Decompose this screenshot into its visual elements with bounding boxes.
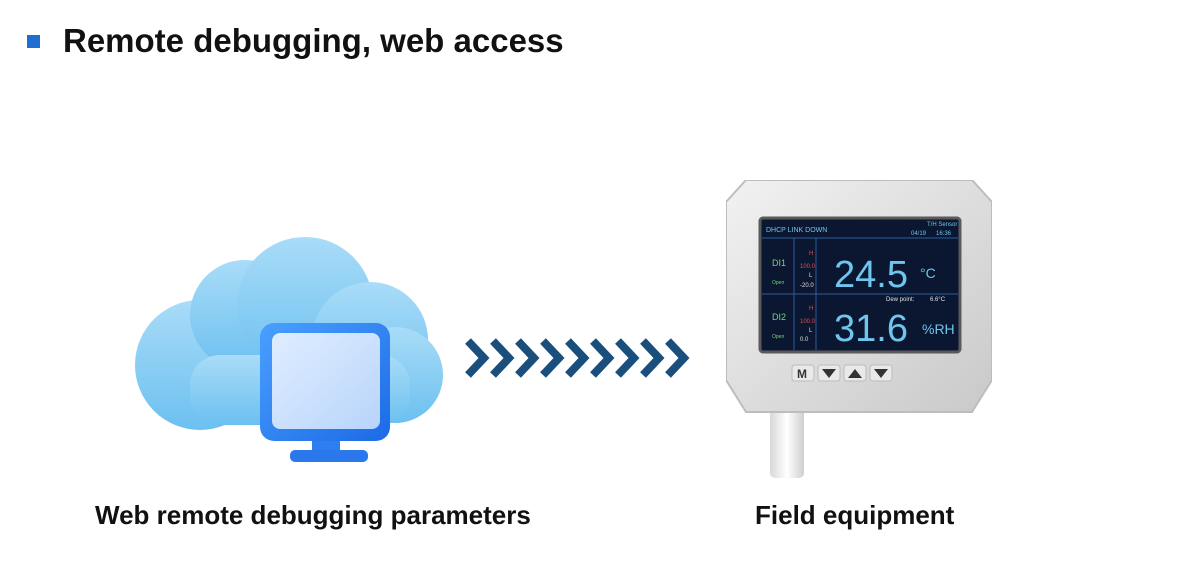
sensor-title-text: T/H Sensor	[927, 222, 957, 228]
arrow-chevron-icon	[615, 338, 640, 378]
menu-button-icon: M	[791, 364, 815, 382]
arrow-chevron-icon	[665, 338, 690, 378]
monitor-shape	[260, 323, 390, 462]
di1-state: Open	[772, 280, 784, 286]
heading-title: Remote debugging, web access	[63, 22, 564, 59]
di1-h-letter: H	[809, 251, 813, 257]
arrow-chevron-icon	[540, 338, 565, 378]
down-button-icon	[817, 364, 841, 382]
dew-point-value: 6.6°C	[930, 297, 946, 303]
temperature-value: 24.5	[834, 254, 908, 296]
di1-l-value: -20.0	[800, 283, 814, 289]
arrow-chevrons	[465, 338, 690, 378]
arrow-chevron-icon	[565, 338, 590, 378]
bullet-square-icon	[27, 34, 40, 48]
temperature-unit: °C	[920, 265, 936, 281]
slide-heading: Remote debugging, web access	[27, 22, 564, 60]
time-text: 16:36	[936, 231, 952, 237]
device-buttons: M	[791, 364, 893, 382]
arrow-chevron-icon	[490, 338, 515, 378]
di1-h-value: 100.0	[800, 264, 816, 270]
di2-l-value: 0.0	[800, 337, 809, 343]
left-caption: Web remote debugging parameters	[95, 500, 531, 530]
humidity-unit: %RH	[922, 321, 955, 337]
down-button-2-icon	[869, 364, 893, 382]
cloud-computer-icon	[135, 237, 443, 462]
device-screen	[758, 216, 962, 354]
arrow-chevron-icon	[515, 338, 540, 378]
di2-label: DI2	[772, 312, 786, 322]
humidity-value: 31.6	[834, 308, 908, 350]
dew-point-label: Dew point:	[886, 297, 915, 303]
di2-h-letter: H	[809, 306, 813, 312]
di2-h-value: 100.0	[800, 319, 816, 325]
di2-state: Open	[772, 334, 784, 340]
di1-label: DI1	[772, 258, 786, 268]
di1-l-letter: L	[809, 273, 813, 279]
status-text: DHCP LINK DOWN	[766, 227, 827, 234]
up-button-icon	[843, 364, 867, 382]
arrow-chevron-icon	[590, 338, 615, 378]
date-text: 04/19	[911, 231, 927, 237]
sensor-probe	[770, 406, 804, 478]
arrow-chevron-icon	[640, 338, 665, 378]
di2-l-letter: L	[809, 328, 813, 334]
field-device-illustration: DHCP LINK DOWN T/H Sensor 04/19 16:36 DI…	[726, 180, 992, 478]
svg-text:M: M	[797, 367, 807, 381]
right-caption: Field equipment	[755, 500, 955, 530]
arrow-chevron-icon	[465, 338, 490, 378]
